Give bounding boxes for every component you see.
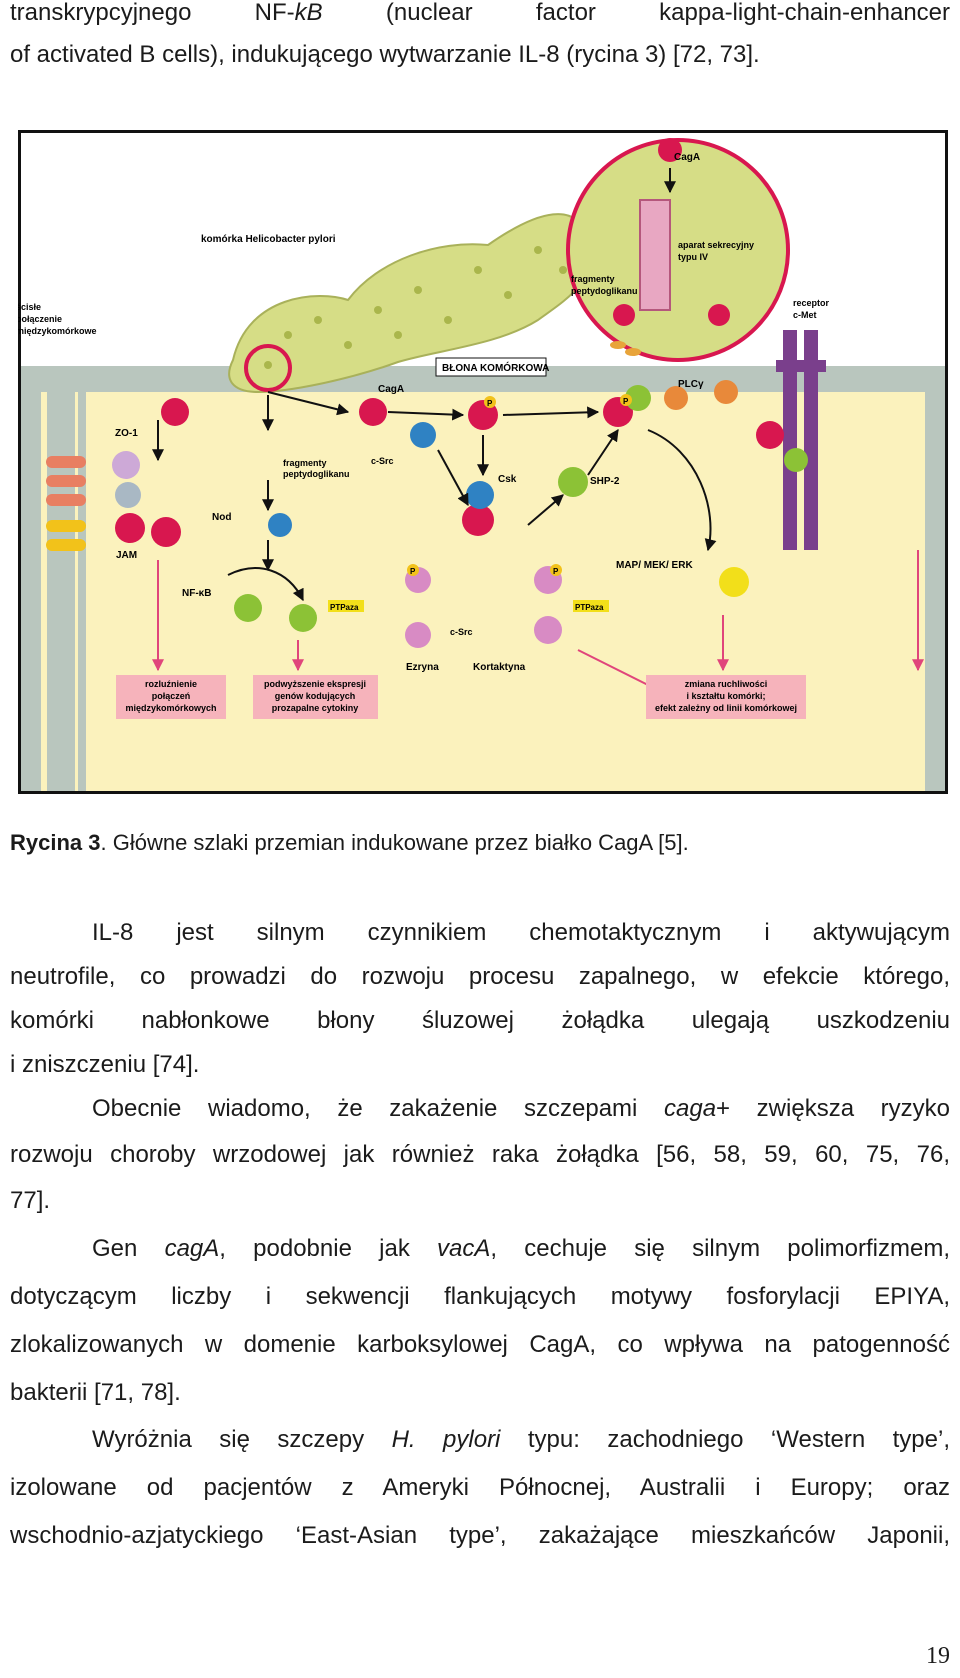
svg-text:P: P xyxy=(410,567,416,576)
label-nod: Nod xyxy=(212,512,231,523)
text-line-2: of activated B cells), indukującego wytw… xyxy=(10,41,760,68)
junction-membrane xyxy=(47,366,75,791)
p4-line-2: izolowane od pacjentów z Ameryki Północn… xyxy=(10,1474,950,1501)
word: kappa-light-chain-enhancer xyxy=(659,0,951,26)
p3-line-2: dotyczącym liczby i sekwencji flankujący… xyxy=(10,1283,950,1310)
label-frag1-b: fragmenty xyxy=(283,458,327,468)
label-cell-name: komórka Helicobacter pylori xyxy=(201,234,336,245)
figure-caption: Rycina 3. Główne szlaki przemian indukow… xyxy=(10,828,689,858)
pathway-arrows xyxy=(152,391,717,602)
figure-caga-pathways: CagA komórka Helicobacter pylori aparat … xyxy=(15,127,951,797)
label-membrane: BŁONA KOMÓRKOWA xyxy=(442,361,549,374)
label-plcy: PLCγ xyxy=(678,379,704,390)
label-mapk: MAP/ MEK/ ERK xyxy=(616,560,693,571)
outcome-box-3: zmiana ruchliwości i kształtu komórki; e… xyxy=(646,675,806,719)
label-frag2-b: peptydoglikanu xyxy=(283,469,350,479)
word: transkrypcyjnego xyxy=(10,0,192,26)
outcome-box-2: podwyższenie ekspresji genów kodujących … xyxy=(253,675,378,719)
p4-line-3: wschodnio-azjatyckiego ‘East-Asian type’… xyxy=(10,1522,950,1549)
svg-text:i kształtu komórki;: i kształtu komórki; xyxy=(686,691,765,701)
p3-line-1: Gen cagA, podobnie jak vacA, cechuje się… xyxy=(92,1235,950,1262)
label-frag2: peptydoglikanu xyxy=(571,286,638,296)
svg-text:P: P xyxy=(623,397,629,406)
label-secretion2: typu IV xyxy=(678,252,708,262)
label-ezryna: Ezryna xyxy=(406,662,439,673)
label-tight1: ścisłe xyxy=(18,302,41,312)
svg-text:połączeń: połączeń xyxy=(152,691,191,701)
label-kortaktyna: Kortaktyna xyxy=(473,662,526,673)
p1-line-3: komórki nabłonkowe błony śluzowej żołądk… xyxy=(10,1007,950,1034)
svg-text:genów kodujących: genów kodujących xyxy=(275,691,356,701)
svg-text:prozapalne cytokiny: prozapalne cytokiny xyxy=(272,703,359,713)
p2-line-2: rozwoju choroby wrzodowej jak również ra… xyxy=(10,1141,950,1168)
p1-line-2: neutrofile, co prowadzi do rozwoju proce… xyxy=(10,963,950,990)
label-tight2: połączenie xyxy=(18,314,62,324)
word: (nuclear xyxy=(385,0,473,26)
svg-text:P: P xyxy=(553,567,559,576)
receptor-cmet xyxy=(776,330,826,550)
svg-text:P: P xyxy=(487,399,493,408)
green-proteins xyxy=(234,385,808,632)
p1-line-1: IL-8 jest silnym czynnikiem chemotaktycz… xyxy=(92,919,950,946)
p2-line-1: Obecnie wiadomo, że zakażenie szczepami … xyxy=(92,1095,950,1122)
outcome-arrows xyxy=(152,550,924,691)
label-nfkb: NF-κB xyxy=(182,588,211,599)
phospho-markers: P P P P xyxy=(407,394,632,576)
label-csk: Csk xyxy=(498,474,517,485)
label-csrc: c-Src xyxy=(371,456,394,466)
p1-line-4: i zniszczeniu [74]. xyxy=(10,1051,200,1078)
label-receptor2: c-Met xyxy=(793,310,817,320)
label-frag1: fragmenty xyxy=(571,274,615,284)
svg-text:międzykomórkowych: międzykomórkowych xyxy=(125,703,216,713)
label-ptpaza-right: PTPaza xyxy=(575,603,604,612)
word: factor xyxy=(535,0,596,26)
caption-label: Rycina 3 xyxy=(10,830,101,855)
svg-text:efekt zależny od linii komórko: efekt zależny od linii komórkowej xyxy=(655,703,797,713)
p4-line-1: Wyróżnia się szczepy H. pylori typu: zac… xyxy=(92,1426,950,1453)
label-caga-top: CagA xyxy=(674,152,700,163)
svg-text:rozluźnienie: rozluźnienie xyxy=(145,679,197,689)
label-tight3: międzykomórkowe xyxy=(18,326,97,336)
junction-proteins xyxy=(46,451,145,551)
other-proteins xyxy=(664,380,749,597)
label-ptpaza-left: PTPaza xyxy=(330,603,359,612)
nfkb-term: NF-kB xyxy=(254,0,323,26)
zoom-inset xyxy=(566,138,790,362)
figure-diagram: CagA komórka Helicobacter pylori aparat … xyxy=(15,127,951,797)
label-zo1: ZO-1 xyxy=(115,428,138,439)
src-proteins xyxy=(268,422,494,537)
p3-line-3: zlokalizowanych w domenie karboksylowej … xyxy=(10,1331,950,1358)
label-shp2: SHP-2 xyxy=(590,476,620,487)
membrane-right xyxy=(925,366,945,791)
label-csrc2: c-Src xyxy=(450,627,473,637)
outcome-box-1: rozluźnienie połączeń międzykomórkowych xyxy=(116,675,226,719)
label-secretion1: aparat sekrecyjny xyxy=(678,240,754,250)
svg-text:podwyższenie ekspresji: podwyższenie ekspresji xyxy=(264,679,366,689)
svg-text:zmiana ruchliwości: zmiana ruchliwości xyxy=(685,679,768,689)
page-number: 19 xyxy=(926,1643,950,1669)
secretion-site-circle xyxy=(244,344,292,392)
text-line-1: transkrypcyjnego NF-kB (nuclear factor k… xyxy=(10,0,950,28)
p2-line-3: 77]. xyxy=(10,1187,51,1214)
label-caga: CagA xyxy=(378,384,404,395)
membrane-left xyxy=(21,366,41,791)
label-jam: JAM xyxy=(116,550,137,561)
p3-line-4: bakterii [71, 78]. xyxy=(10,1379,181,1406)
caption-text: . Główne szlaki przemian indukowane prze… xyxy=(100,830,689,855)
label-receptor1: receptor xyxy=(793,298,830,308)
